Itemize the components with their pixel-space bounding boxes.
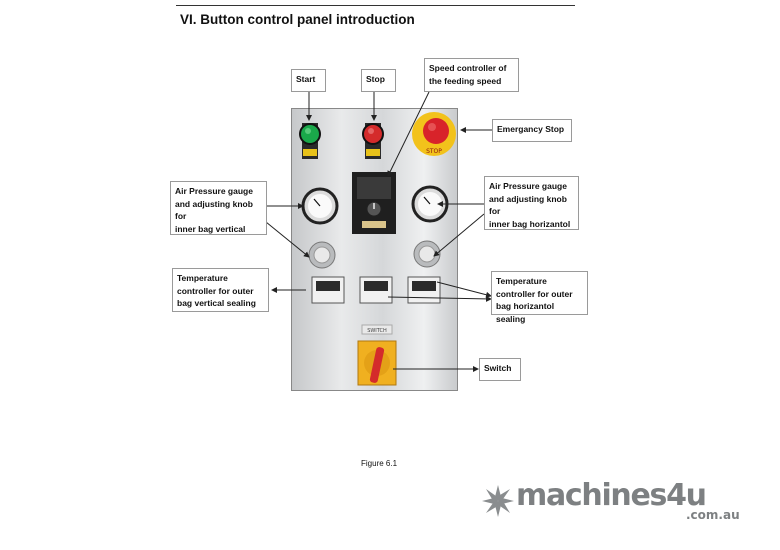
label-emergency-text: Emergancy Stop	[497, 124, 565, 134]
label-air-left-line3: inner bag vertical	[175, 223, 246, 234]
label-switch: Switch	[479, 358, 521, 381]
label-air-left-line2: and adjusting knob for	[175, 198, 253, 222]
label-stop: Stop	[361, 69, 396, 92]
left-gauge-graphic	[301, 187, 339, 225]
logo-wordmark: machines4u	[516, 478, 707, 513]
page-title: VI. Button control panel introduction	[180, 12, 415, 27]
switch-plate-text: SWITCH	[367, 328, 387, 334]
top-rule	[176, 5, 575, 6]
label-temp-left-line1: Temperature	[177, 273, 228, 283]
label-stop-text: Stop	[366, 74, 385, 84]
emergency-stop-graphic: STOP	[412, 112, 456, 156]
stop-button-graphic	[362, 123, 384, 159]
left-knob-graphic	[308, 241, 336, 269]
speed-arrow	[387, 91, 430, 177]
label-temp-right-line1: Temperature	[496, 276, 547, 286]
temp-controllers-graphic	[311, 276, 441, 304]
snowflake-icon	[482, 485, 514, 517]
label-temp-right-line2: controller for outer	[496, 288, 573, 299]
label-air-right-line3: inner bag horizantol	[489, 218, 571, 229]
label-temp-left-line2: controller for outer	[177, 285, 254, 296]
right-knob-graphic	[413, 240, 441, 268]
label-temp-right: Temperature controller for outer bag hor…	[491, 271, 588, 324]
label-air-left-line1: Air Pressure gauge	[175, 186, 253, 196]
temp-right-arrow1	[436, 281, 492, 298]
label-air-right: Air Pressure gauge and adjusting knob fo…	[484, 176, 579, 230]
main-switch-graphic: SWITCH	[357, 324, 397, 386]
label-speed-line1: Speed controller of	[429, 63, 507, 73]
label-air-right-line1: Air Pressure gauge	[489, 181, 567, 191]
figure-caption: Figure 6.1	[361, 459, 398, 468]
logo-domain: .com.au	[686, 508, 740, 522]
temp-right-arrow2	[387, 295, 492, 302]
label-switch-text: Switch	[484, 363, 512, 373]
label-temp-left-line3: bag vertical sealing	[177, 298, 256, 308]
right-gauge-graphic	[411, 185, 449, 223]
label-speed-line2: the feeding speed	[429, 75, 502, 86]
estop-ring-text: STOP	[426, 148, 442, 155]
air-right-arrow2	[433, 213, 485, 257]
start-button-graphic	[299, 123, 321, 159]
label-temp-left: Temperature controller for outer bag ver…	[172, 268, 269, 312]
label-air-left: Air Pressure gauge and adjusting knob fo…	[170, 181, 267, 235]
air-left-arrow2	[265, 221, 310, 258]
label-speed-controller: Speed controller of the feeding speed	[424, 58, 519, 92]
label-temp-right-line3: bag horizantol sealing	[496, 301, 555, 324]
speed-controller-graphic	[352, 172, 396, 234]
label-emergency-stop: Emergancy Stop	[492, 119, 572, 142]
label-start: Start	[291, 69, 326, 92]
label-start-text: Start	[296, 74, 316, 84]
label-air-right-line2: and adjusting knob for	[489, 193, 567, 217]
control-panel-drawing: STOP	[299, 112, 456, 386]
